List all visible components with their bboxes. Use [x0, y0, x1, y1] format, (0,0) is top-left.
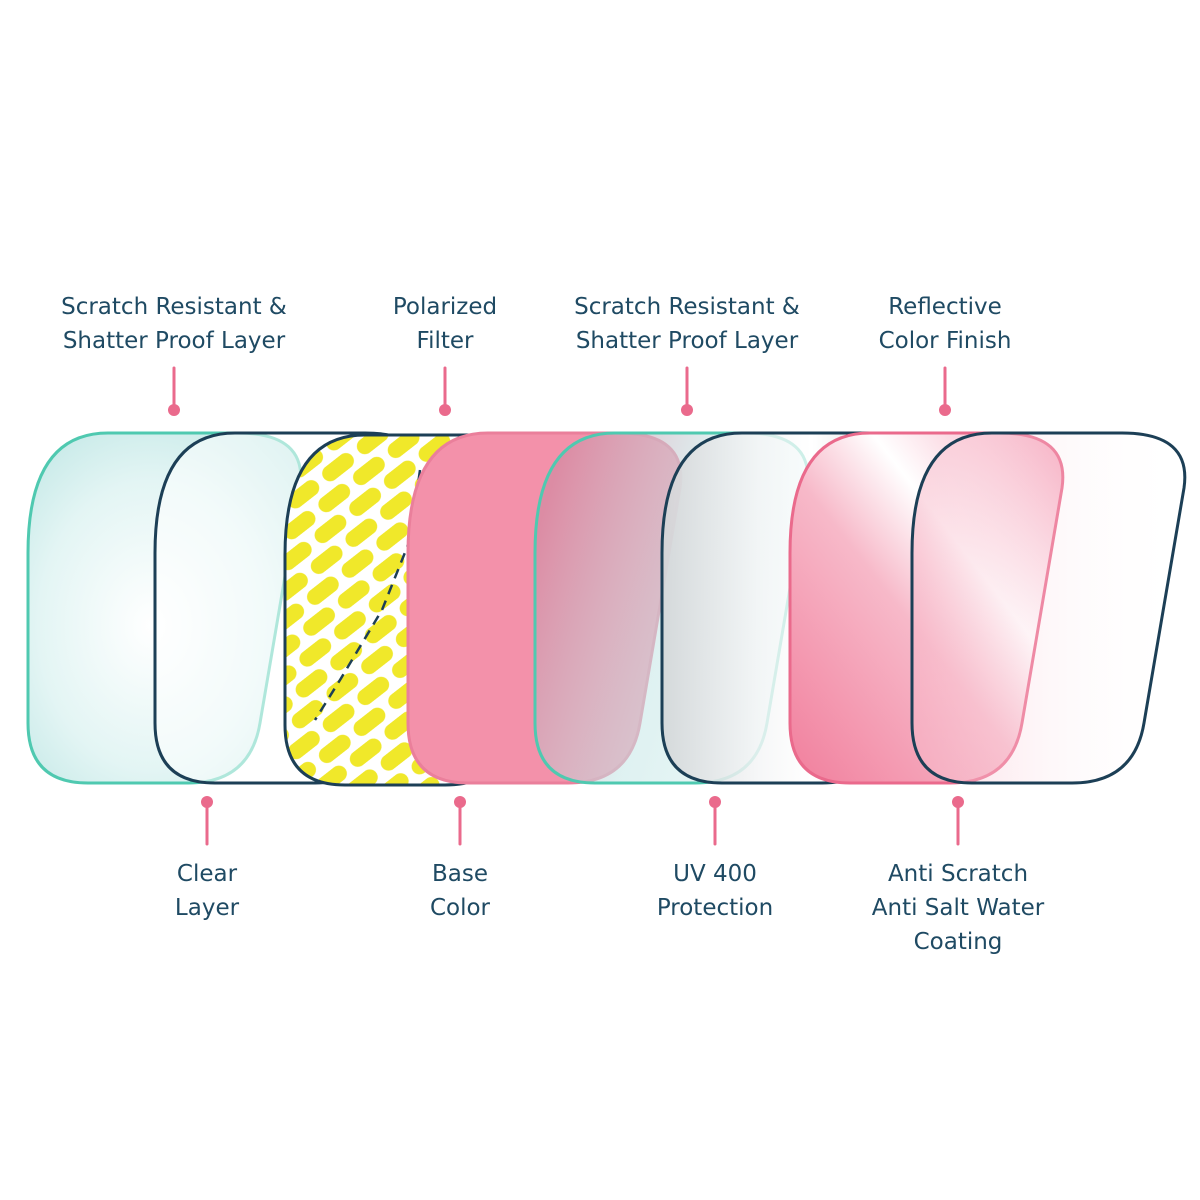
label-line: Polarized — [392, 294, 498, 320]
label-line: Color — [429, 895, 491, 921]
label-line: Reflective — [888, 294, 1002, 320]
pointer-bottom-3 — [709, 796, 721, 846]
label-line: Shatter Proof Layer — [62, 328, 286, 354]
label-bottom-base-color: Base Color — [310, 857, 610, 925]
label-top-reflective-finish: Reflective Color Finish — [795, 290, 1095, 358]
label-line: Protection — [656, 895, 774, 921]
label-line: Anti Salt Water — [871, 895, 1045, 921]
label-line: Anti Scratch — [887, 861, 1029, 887]
label-bottom-anti-scratch: Anti Scratch Anti Salt Water Coating — [808, 857, 1108, 959]
label-line: Color Finish — [878, 328, 1012, 354]
label-line: Layer — [174, 895, 240, 921]
pointer-bottom-1 — [201, 796, 213, 846]
label-top-scratch-resistant-2: Scratch Resistant & Shatter Proof Layer — [537, 290, 837, 358]
pointer-top-1 — [168, 366, 180, 416]
label-line: Coating — [913, 929, 1003, 955]
label-line: Shatter Proof Layer — [575, 328, 799, 354]
label-line: Scratch Resistant & — [61, 294, 287, 320]
pointer-top-3 — [681, 366, 693, 416]
label-top-scratch-resistant-1: Scratch Resistant & Shatter Proof Layer — [24, 290, 324, 358]
pointer-top-2 — [439, 366, 451, 416]
lens-layer-anti-scratch-coating — [910, 431, 1187, 785]
label-line: Filter — [416, 328, 474, 354]
pointer-bottom-4 — [952, 796, 964, 846]
label-line: Clear — [176, 861, 238, 887]
label-line: UV 400 — [673, 861, 757, 887]
pointer-bottom-2 — [454, 796, 466, 846]
label-bottom-uv400: UV 400 Protection — [565, 857, 865, 925]
label-line: Scratch Resistant & — [574, 294, 800, 320]
label-bottom-clear-layer: Clear Layer — [57, 857, 357, 925]
label-top-polarized-filter: Polarized Filter — [295, 290, 595, 358]
pointer-top-4 — [939, 366, 951, 416]
label-line: Base — [431, 861, 488, 887]
